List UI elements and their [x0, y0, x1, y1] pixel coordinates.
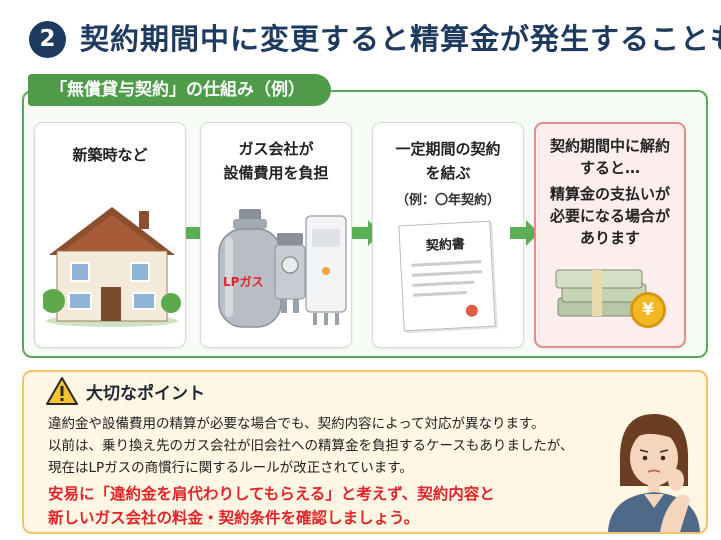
step-number-badge: 2	[29, 21, 66, 58]
yen-symbol: ¥	[642, 300, 654, 320]
important-points-box	[22, 370, 708, 534]
gas-meter-icon	[274, 233, 306, 313]
house-icon	[43, 207, 181, 327]
important-line-3: 現在はLPガスの商慣行に関するルールが改正されています。	[48, 460, 413, 476]
document-lines-icon	[411, 260, 482, 317]
money-stack-icon	[555, 269, 647, 317]
step-1-text: 新築時など	[72, 146, 148, 164]
important-line-2: 以前は、乗り換え先のガス会社が旧会社への精算金を負担するケースもありましたが、	[48, 438, 574, 454]
step-4-line-3: 精算金の支払いが	[549, 185, 670, 203]
step-4-line-5: あります	[579, 229, 640, 247]
step-contract: 一定期間の契約 を結ぶ （例：〇年契約） 契約書	[372, 122, 524, 348]
important-line-1: 違約金や設備費用の精算が必要な場合でも、契約内容によって対応が異なります。	[48, 416, 545, 432]
step-3-example: （例：〇年契約）	[395, 193, 500, 208]
section-header: 2 契約期間中に変更すると精算金が発生することも	[0, 0, 721, 76]
step-3-line-1: 一定期間の契約	[395, 140, 501, 158]
yen-coin-icon: ¥	[630, 292, 666, 328]
step-cancellation: 契約期間中に解約 すると… 精算金の支払いが 必要になる場合が あります ¥	[534, 122, 686, 348]
warning-line-1: 安易に「違約金を肩代わりしてもらえる」と考えず、契約内容と	[48, 485, 495, 503]
step-4-line-2: すると…	[579, 159, 640, 177]
contract-document: 契約書	[398, 220, 496, 332]
step-gas-company: ガス会社が 設備費用を負担 LPガス	[200, 122, 352, 348]
water-heater-icon	[305, 215, 347, 325]
gas-cylinder-icon	[218, 209, 282, 328]
step-2-line-2: 設備費用を負担	[223, 164, 329, 182]
contract-document-title: 契約書	[425, 237, 466, 255]
page-title: 契約期間中に変更すると精算金が発生することも	[80, 22, 721, 56]
step-new-build: 新築時など	[34, 122, 186, 348]
step-4-line-1: 契約期間中に解約	[549, 137, 670, 155]
lp-gas-label: LPガス	[223, 275, 264, 289]
step-2-line-1: ガス会社が	[238, 140, 314, 158]
warning-icon	[46, 377, 78, 405]
arrow-right-icon	[510, 218, 540, 248]
warning-line-2: 新しいガス会社の料金・契約条件を確認しましょう。	[48, 509, 420, 527]
important-title: 大切なポイント	[86, 384, 205, 404]
worried-woman-icon	[608, 414, 700, 532]
step-4-line-4: 必要になる場合が	[549, 207, 670, 225]
step-3-line-2: を結ぶ	[425, 164, 471, 182]
panel-label: 「無償貸与契約」の仕組み（例）	[28, 74, 331, 106]
